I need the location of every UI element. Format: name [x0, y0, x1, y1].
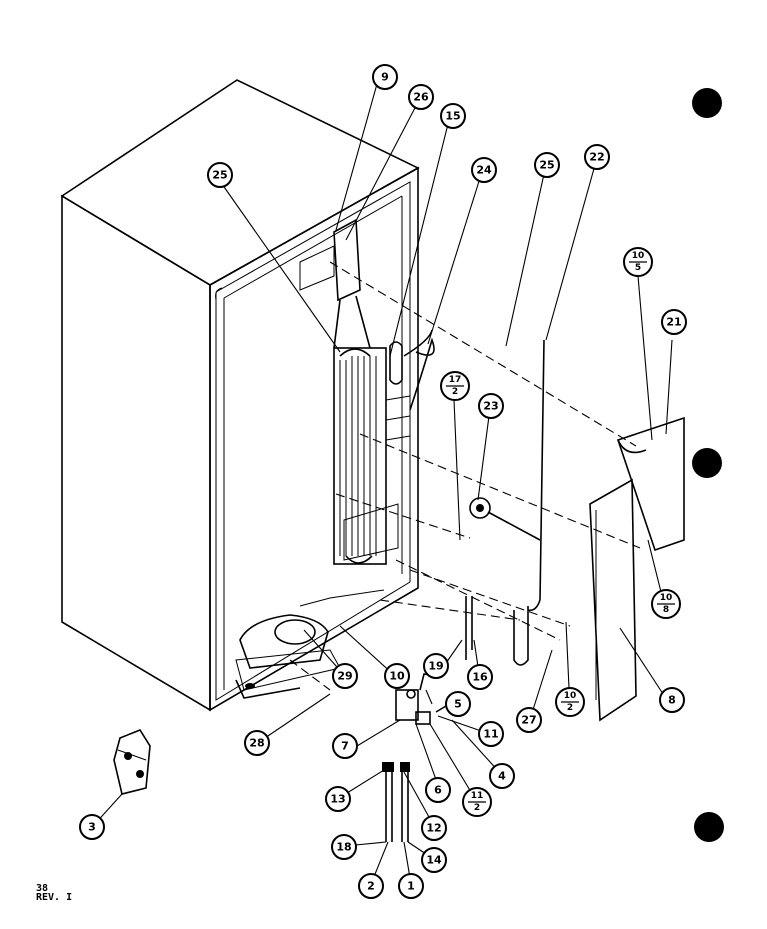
fraction-callout-10-8: 10 8: [651, 589, 681, 619]
callout-label: 7: [341, 740, 349, 753]
callout-13: 13: [325, 786, 351, 812]
sheet-number: 38: [36, 883, 49, 894]
callout-label: 27: [521, 714, 536, 727]
fraction-numerator: 11: [471, 791, 484, 801]
callout-label: 26: [413, 91, 429, 104]
callout-25: 25: [207, 162, 233, 188]
callout-label: 2: [367, 880, 375, 893]
callout-label: 3: [88, 821, 96, 834]
callout-label: 25: [212, 169, 227, 182]
callout-label: 15: [445, 110, 460, 123]
fraction-denominator: 2: [474, 803, 480, 813]
fraction-callout-11-2: 11 2: [462, 787, 492, 817]
callout-11: 11: [478, 721, 504, 747]
fraction-denominator: 2: [452, 387, 458, 397]
sheet-number-block: 38 REV. I: [36, 883, 73, 903]
fraction-numerator: 17: [449, 375, 462, 385]
grommet: [469, 497, 541, 541]
binder-hole-top: [692, 88, 722, 118]
callout-18: 18: [331, 834, 357, 860]
callout-label: 6: [434, 784, 442, 797]
callout-2: 2: [358, 873, 384, 899]
callout-28: 28: [244, 730, 270, 756]
sheet-revision: REV. I: [36, 892, 73, 903]
callout-label: 23: [483, 400, 498, 413]
fraction-callout-17-2: 17 2: [440, 371, 470, 401]
callout-7: 7: [332, 733, 358, 759]
water-valve-assembly: [382, 673, 453, 842]
callout-24: 24: [471, 157, 497, 183]
binder-hole-middle: [692, 448, 722, 478]
fraction-callout-10-5: 10 5: [623, 247, 653, 277]
callout-label: 22: [589, 151, 604, 164]
callout-22: 22: [584, 144, 610, 170]
callout-16: 16: [467, 664, 493, 690]
fraction-numerator: 10: [632, 251, 645, 261]
callout-8: 8: [659, 687, 685, 713]
callout-26: 26: [408, 84, 434, 110]
callout-label: 16: [472, 671, 488, 684]
callout-15: 15: [440, 103, 466, 129]
callout-12: 12: [421, 815, 447, 841]
callout-label: 29: [337, 670, 352, 683]
callout-6: 6: [425, 777, 451, 803]
compressor: [235, 589, 385, 699]
callout-19: 19: [423, 653, 449, 679]
callout-label: 5: [454, 698, 462, 711]
callout-10: 10: [384, 663, 410, 689]
rear-access-panel: [616, 416, 685, 552]
callout-9: 9: [372, 64, 398, 90]
callout-label: 24: [476, 164, 492, 177]
callout-label: 25: [539, 159, 554, 172]
fraction-callout-10-2: 10 2: [555, 687, 585, 717]
callout-label: 21: [666, 316, 681, 329]
refrigerator-cabinet: [60, 79, 420, 712]
callout-label: 11: [483, 728, 498, 741]
callout-5: 5: [445, 691, 471, 717]
callout-label: 8: [668, 694, 676, 707]
callout-label: 13: [330, 793, 345, 806]
condensate-drain-tube: [409, 337, 435, 411]
leader-lines: [92, 83, 673, 885]
machine-compartment-cover: [589, 478, 637, 722]
fraction-denominator: 2: [567, 703, 573, 713]
fraction-denominator: 5: [635, 263, 641, 273]
callout-3: 3: [79, 814, 105, 840]
callout-1: 1: [398, 873, 424, 899]
callout-label: 14: [426, 854, 442, 867]
callout-label: 10: [389, 670, 405, 683]
drain-bracket: [465, 596, 529, 666]
drain-tube: [527, 339, 545, 612]
callout-4: 4: [489, 763, 515, 789]
callout-23: 23: [478, 393, 504, 419]
callout-14: 14: [421, 847, 447, 873]
solenoid-valve: [113, 729, 151, 795]
callout-label: 1: [407, 880, 415, 893]
callout-21: 21: [661, 309, 687, 335]
fraction-denominator: 8: [663, 605, 669, 615]
condenser-coil: [299, 218, 433, 565]
callout-label: 19: [428, 660, 443, 673]
fraction-numerator: 10: [660, 593, 673, 603]
callout-25: 25: [534, 152, 560, 178]
callout-label: 4: [498, 770, 506, 783]
callout-label: 28: [249, 737, 264, 750]
assembly-alignment-lines: [289, 261, 641, 691]
callout-29: 29: [332, 663, 358, 689]
callout-label: 12: [426, 822, 441, 835]
callout-label: 18: [336, 841, 351, 854]
callout-27: 27: [516, 707, 542, 733]
callout-label: 9: [381, 71, 389, 84]
binder-hole-bottom: [694, 812, 724, 842]
fraction-numerator: 10: [564, 691, 577, 701]
